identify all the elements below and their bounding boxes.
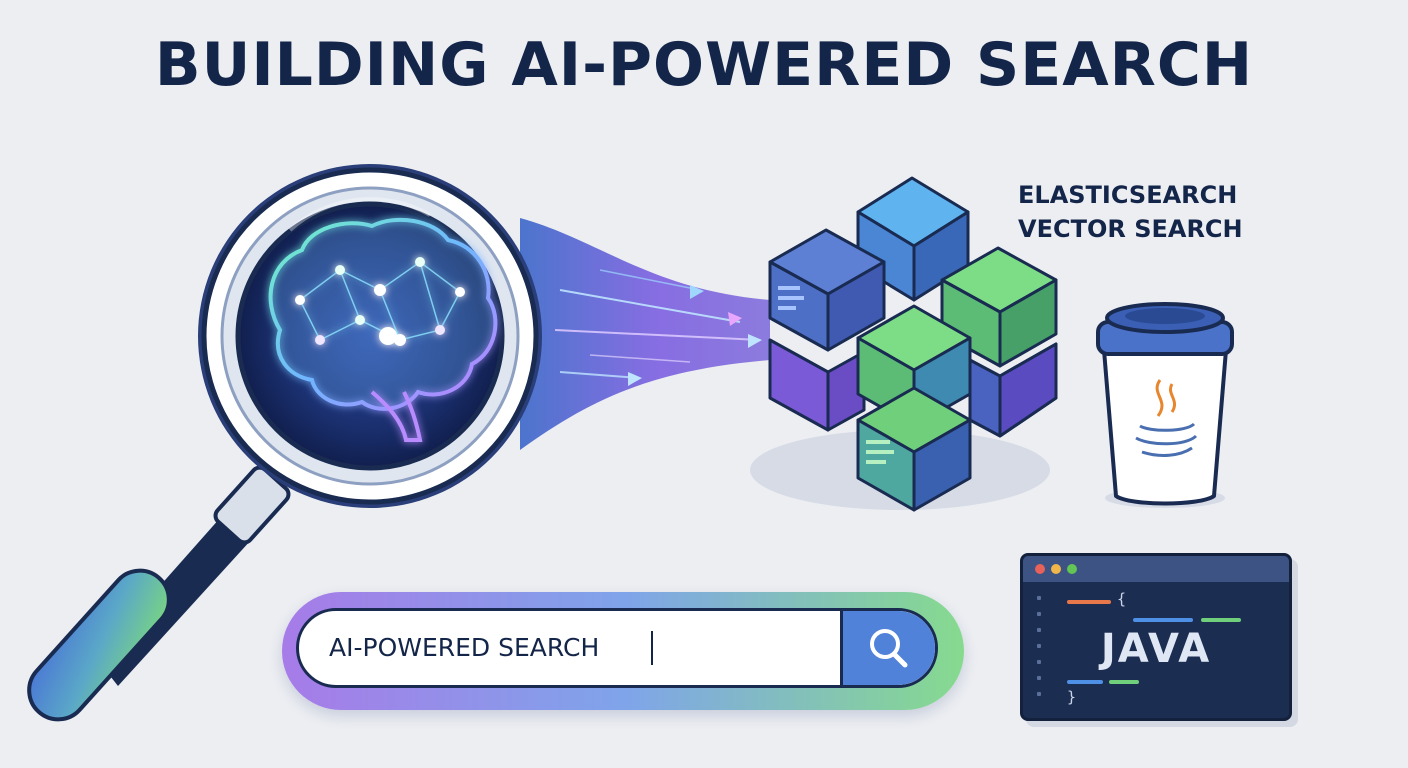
- code-line: [1133, 618, 1193, 622]
- gutter-mark: [1037, 676, 1041, 680]
- label-line-2: VECTOR SEARCH: [1018, 215, 1243, 243]
- code-line: [1201, 618, 1241, 622]
- page-title: BUILDING AI-POWERED SEARCH: [154, 30, 1254, 100]
- search-icon: [870, 629, 908, 668]
- search-input[interactable]: [329, 611, 849, 685]
- gutter-mark: [1037, 628, 1041, 632]
- window-titlebar: [1023, 556, 1289, 582]
- close-dot: [1035, 564, 1045, 574]
- open-brace: {: [1117, 590, 1127, 608]
- data-stream: [520, 218, 770, 450]
- java-label: JAVA: [1100, 626, 1212, 672]
- brain-icon: [268, 217, 498, 442]
- java-cup-icon: [1096, 302, 1234, 508]
- close-brace: }: [1067, 688, 1077, 706]
- gutter-mark: [1037, 612, 1041, 616]
- search-bar: [282, 592, 964, 710]
- code-line: [1067, 600, 1111, 604]
- search-field-frame: [296, 608, 938, 688]
- gutter-mark: [1037, 596, 1041, 600]
- search-button[interactable]: [840, 611, 935, 685]
- text-caret: [651, 631, 653, 665]
- vector-search-label: ELASTICSEARCH VECTOR SEARCH: [1018, 178, 1243, 246]
- minimize-dot: [1051, 564, 1061, 574]
- vector-cubes-icon: [750, 176, 1058, 512]
- maximize-dot: [1067, 564, 1077, 574]
- gutter-mark: [1037, 660, 1041, 664]
- code-line: [1109, 680, 1139, 684]
- label-line-1: ELASTICSEARCH: [1018, 181, 1238, 209]
- java-code-window: { JAVA }: [1020, 553, 1292, 721]
- gutter-mark: [1037, 644, 1041, 648]
- gutter-mark: [1037, 692, 1041, 696]
- code-line: [1067, 680, 1103, 684]
